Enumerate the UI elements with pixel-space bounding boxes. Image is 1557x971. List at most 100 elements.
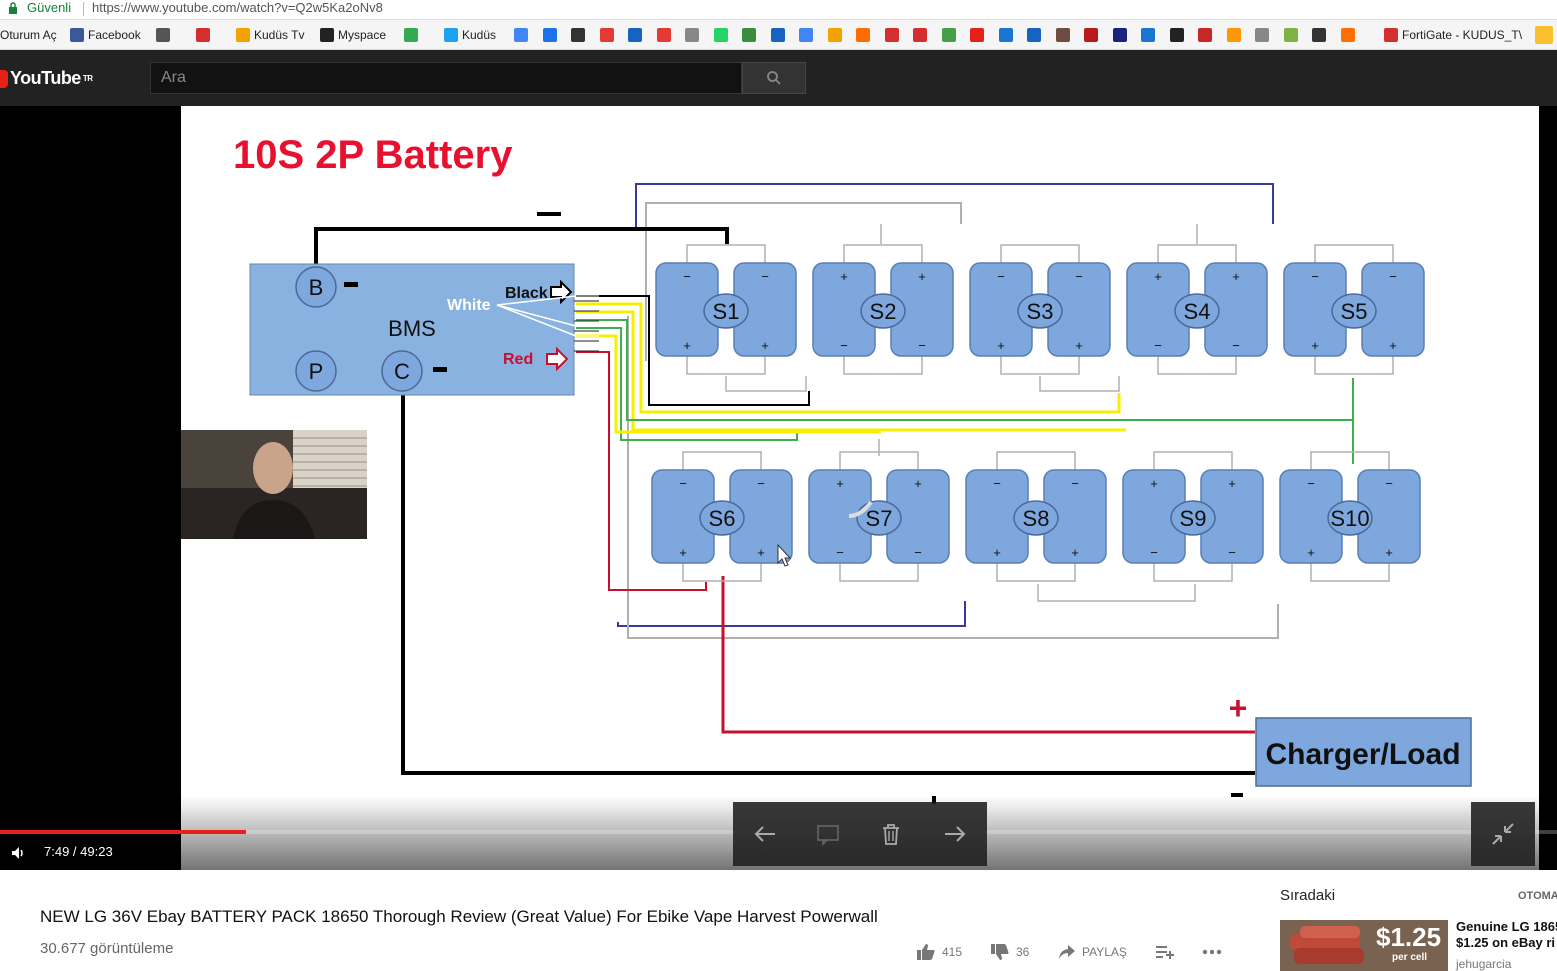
bookmark-favicon-icon[interactable]	[1141, 28, 1155, 42]
bookmark-favicon-icon[interactable]	[998, 28, 1013, 42]
bookmark-item[interactable]	[196, 26, 210, 44]
comment-icon[interactable]	[814, 820, 842, 848]
parallel-link-top	[682, 451, 762, 470]
trash-icon[interactable]	[877, 820, 905, 848]
like-button[interactable]: 415	[916, 942, 962, 962]
recommended-title-line2: $1.25 on eBay ri	[1456, 935, 1555, 950]
bookmark-item[interactable]	[156, 26, 170, 44]
bookmark-item[interactable]: Kudüs Tv	[236, 26, 304, 44]
bookmark-item[interactable]: Kudüs	[444, 26, 496, 44]
autoplay-label[interactable]: OTOMA	[1518, 890, 1557, 902]
bookmark-favicon-icon[interactable]	[799, 28, 813, 42]
bookmark-item[interactable]: FortiGate - KUDUS_T\	[1384, 26, 1522, 44]
bookmark-favicon-icon[interactable]	[685, 28, 699, 42]
add-to-playlist-button[interactable]	[1156, 942, 1174, 962]
series-group-badge	[860, 293, 906, 329]
address-bar[interactable]: Güvenli https://www.youtube.com/watch?v=…	[0, 0, 1557, 20]
presenter-image	[181, 430, 367, 539]
people-icon	[320, 28, 334, 42]
slide-toolbar	[733, 802, 987, 866]
play-circle-icon	[236, 28, 250, 42]
cell-top-sign: +	[1154, 269, 1162, 284]
up-next-label: Sıradaki	[1280, 887, 1336, 904]
bookmark-favicon-icon[interactable]	[770, 28, 785, 42]
bookmark-item[interactable]: Oturum Aç	[0, 26, 57, 44]
parallel-link-top	[1000, 244, 1080, 263]
cell-label: S7	[866, 506, 893, 531]
bookmark-favicon-icon[interactable]	[1027, 28, 1041, 42]
volume-icon[interactable]	[10, 844, 28, 862]
bookmark-favicon-icon[interactable]	[1312, 28, 1326, 42]
parallel-link-top	[1153, 451, 1233, 470]
bookmark-favicon-icon[interactable]	[1084, 28, 1098, 42]
bookmark-label: Kudüs	[462, 28, 497, 42]
bookmark-favicon-icon[interactable]	[1112, 28, 1127, 42]
region-code: TR	[82, 74, 93, 83]
bookmark-favicon-icon[interactable]	[571, 28, 585, 42]
cell-bottom-sign: +	[993, 545, 1001, 560]
wire-red-balance	[576, 351, 707, 591]
bookmark-favicon-icon[interactable]	[1169, 28, 1184, 42]
bookmark-favicon-icon[interactable]	[742, 28, 756, 42]
next-arrow-icon[interactable]	[941, 820, 969, 848]
cell-top-sign: −	[757, 476, 765, 491]
search-input[interactable]: Ara	[150, 62, 742, 94]
cell-top-sign: −	[997, 269, 1005, 284]
bookmark-favicon-icon[interactable]	[884, 28, 899, 42]
bookmark-favicon-icon[interactable]	[1283, 28, 1298, 42]
previous-arrow-icon[interactable]	[751, 820, 779, 848]
bookmark-favicon-icon[interactable]	[628, 28, 642, 42]
search-button[interactable]	[742, 62, 806, 94]
bookmark-favicon-icon[interactable]	[970, 28, 984, 42]
bookmark-favicon-icon[interactable]	[1255, 28, 1269, 42]
dislike-button[interactable]: 36	[990, 942, 1029, 962]
battery-thumbnail-image	[1280, 920, 1448, 971]
exit-fullscreen-button[interactable]	[1471, 802, 1535, 866]
parallel-link-bottom	[686, 356, 766, 375]
bookmark-item[interactable]	[404, 26, 418, 44]
recommended-thumbnail[interactable]: $1.25 per cell	[1280, 920, 1448, 971]
more-actions-button[interactable]	[1202, 942, 1222, 962]
wire-gray-bottom	[627, 316, 1279, 639]
cell-bottom-sign: +	[683, 338, 691, 353]
bookmark-favicon-icon[interactable]	[599, 28, 614, 42]
bookmark-item[interactable]: Facebook	[70, 26, 141, 44]
cell-bottom-sign: +	[1389, 338, 1397, 353]
bookmark-favicon-icon[interactable]	[941, 28, 956, 42]
parallel-link-bottom	[682, 563, 762, 582]
wire-purple-top	[635, 183, 1274, 231]
recommended-channel[interactable]: jehugarcia	[1456, 957, 1512, 971]
series-link	[1037, 584, 1196, 602]
bookmark-favicon-icon[interactable]	[713, 28, 728, 42]
red-arrow-icon	[546, 346, 569, 372]
extension-icon[interactable]	[1535, 26, 1553, 44]
youtube-logo[interactable]: YouTube TR	[0, 68, 93, 89]
bookmark-favicon-icon[interactable]	[542, 28, 557, 42]
bookmark-favicon-icon[interactable]	[1226, 28, 1241, 42]
bookmark-favicon-icon[interactable]	[1055, 28, 1070, 42]
parallel-link-bottom	[843, 356, 923, 375]
series-group-badge	[856, 500, 902, 536]
bookmark-favicon-icon[interactable]	[913, 28, 927, 42]
bookmark-favicon-icon[interactable]	[514, 28, 528, 42]
white-wire-1	[496, 295, 577, 306]
url-text[interactable]: https://www.youtube.com/watch?v=Q2w5Ka2o…	[92, 0, 383, 15]
charger-load-label: Charger/Load	[1265, 738, 1460, 771]
bookmark-favicon-icon[interactable]	[827, 28, 842, 42]
cell-label: S1	[713, 299, 740, 324]
bookmark-favicon-icon[interactable]	[856, 28, 870, 42]
share-button[interactable]: PAYLAŞ	[1058, 942, 1127, 962]
bookmark-favicon-icon[interactable]	[1198, 28, 1212, 42]
youtube-logo-icon	[0, 69, 8, 88]
bms-pin-label: P	[309, 359, 324, 384]
cell-bottom-sign: −	[836, 545, 844, 560]
recommended-title[interactable]: Genuine LG 1865 $1.25 on eBay ri	[1456, 919, 1557, 951]
bookmark-item[interactable]: Myspace	[320, 26, 386, 44]
bookmark-favicon-icon[interactable]	[1340, 28, 1355, 42]
parallel-link-bottom	[1000, 356, 1080, 375]
bookmark-label: Oturum Aç	[0, 28, 57, 42]
wire-yellow-1	[576, 302, 1121, 414]
like-count: 415	[942, 945, 963, 959]
bookmark-favicon-icon[interactable]	[656, 28, 671, 42]
